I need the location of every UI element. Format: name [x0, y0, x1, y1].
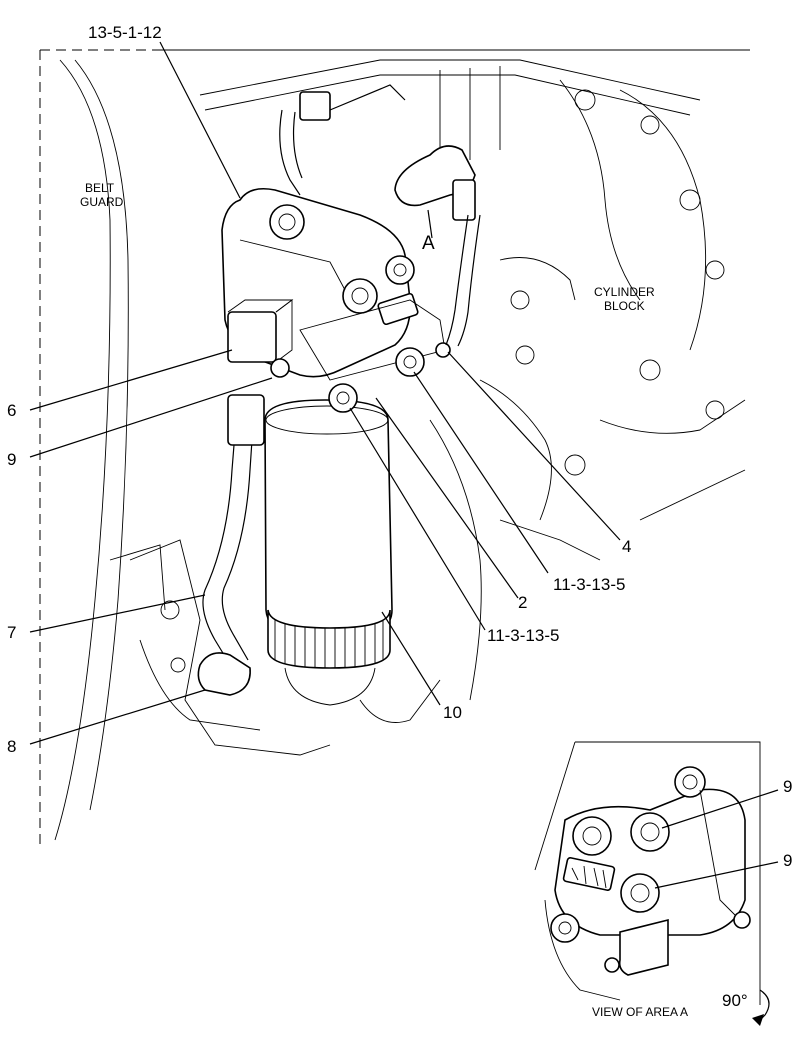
fuel-lines: [197, 84, 481, 696]
area-a-marker: A: [422, 233, 435, 254]
lower-bracket: [129, 539, 441, 756]
cylinder-block-label-line1: CYLINDER: [594, 285, 655, 299]
callout-11-3-13-5-lower: 11-3-13-5: [487, 626, 559, 645]
callout-9-inset-top: 9: [783, 777, 792, 796]
inset-rotation: 90°: [722, 991, 748, 1010]
callout-7: 7: [7, 623, 16, 642]
inset-caption: VIEW OF AREA A: [592, 1005, 688, 1019]
callout-4: 4: [622, 537, 631, 556]
callout-9: 9: [7, 450, 16, 469]
belt-guard-label-line1: BELT: [85, 181, 115, 195]
callout-9-inset-bottom: 9: [783, 851, 792, 870]
fuel-filter-canister: [264, 399, 393, 706]
leader-lines: [29, 41, 621, 745]
electrical-connector: [227, 299, 294, 363]
main-view-frame: [39, 49, 750, 845]
callout-8: 8: [7, 737, 16, 756]
belt-guard-outline: [54, 59, 166, 841]
belt-guard-label-line2: GUARD: [80, 195, 124, 209]
callout-10: 10: [443, 703, 462, 722]
fittings: [270, 91, 476, 413]
callout-13-5-1-12: 13-5-1-12: [88, 23, 162, 42]
callout-6: 6: [7, 401, 16, 420]
callout-11-3-13-5-upper: 11-3-13-5: [553, 575, 625, 594]
inset-view-area-a: [534, 741, 779, 1026]
cylinder-block-label-line2: BLOCK: [604, 299, 645, 313]
callout-2: 2: [518, 593, 527, 612]
cylinder-block-linework: [199, 59, 746, 701]
